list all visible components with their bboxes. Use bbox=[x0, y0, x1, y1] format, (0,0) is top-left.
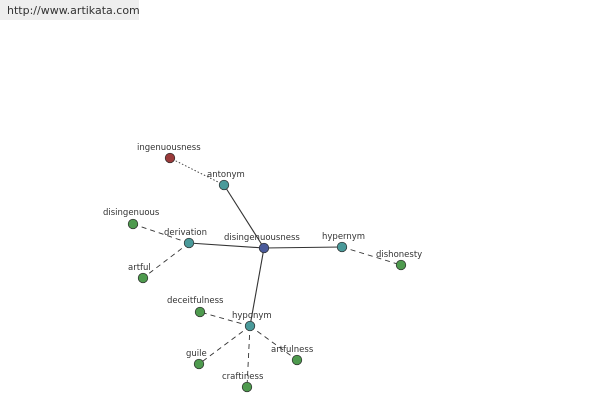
edge-antonym-ingenuousness bbox=[169, 157, 225, 186]
source-banner: http://www.artikata.com bbox=[0, 0, 140, 20]
edge-disingenuousness-hyponym bbox=[249, 247, 265, 327]
edge-disingenuousness-derivation bbox=[188, 242, 265, 249]
edge-derivation-disingenuous bbox=[132, 223, 190, 244]
node-label-dishonesty: dishonesty bbox=[376, 250, 422, 260]
node-craftiness[interactable] bbox=[241, 381, 253, 393]
edge-disingenuousness-antonym bbox=[223, 184, 265, 249]
node-derivation[interactable] bbox=[183, 237, 195, 249]
graph-nodes bbox=[127, 152, 407, 393]
node-antonym[interactable] bbox=[218, 179, 230, 191]
node-label-disingenuous: disingenuous bbox=[103, 208, 160, 218]
node-label-craftiness: craftiness bbox=[222, 372, 264, 382]
graph-labels: disingenuousness antonym ingenuousness deri… bbox=[103, 143, 422, 382]
edge-disingenuousness-hypernym bbox=[263, 246, 343, 249]
node-hyponym[interactable] bbox=[244, 320, 256, 332]
edge-hyponym-guile bbox=[198, 325, 251, 365]
node-hypernym[interactable] bbox=[336, 241, 348, 253]
node-artfulness[interactable] bbox=[291, 354, 303, 366]
node-label-disingenuousness: disingenuousness bbox=[224, 233, 300, 243]
graph-edges bbox=[132, 157, 402, 388]
edge-hyponym-artfulness bbox=[249, 325, 298, 361]
node-label-hyponym: hyponym bbox=[232, 311, 272, 321]
node-ingenuousness[interactable] bbox=[164, 152, 176, 164]
node-label-antonym: antonym bbox=[207, 170, 245, 180]
edge-hyponym-craftiness bbox=[246, 325, 251, 388]
edge-hypernym-dishonesty bbox=[341, 246, 402, 266]
node-disingenuous[interactable] bbox=[127, 218, 139, 230]
node-label-artful: artful bbox=[128, 263, 151, 273]
node-dishonesty[interactable] bbox=[395, 259, 407, 271]
node-label-deceitfulness: deceitfulness bbox=[167, 296, 224, 306]
node-guile[interactable] bbox=[193, 358, 205, 370]
source-url-link[interactable]: http://www.artikata.com bbox=[7, 4, 140, 17]
node-label-artfulness: artfulness bbox=[271, 345, 314, 355]
node-label-guile: guile bbox=[186, 349, 207, 359]
node-artful[interactable] bbox=[137, 272, 149, 284]
node-label-derivation: derivation bbox=[164, 228, 207, 238]
node-label-ingenuousness: ingenuousness bbox=[137, 143, 201, 153]
node-label-hypernym: hypernym bbox=[322, 232, 365, 242]
node-deceitfulness[interactable] bbox=[194, 306, 206, 318]
node-disingenuousness[interactable] bbox=[258, 242, 270, 254]
edge-derivation-artful bbox=[142, 242, 190, 279]
